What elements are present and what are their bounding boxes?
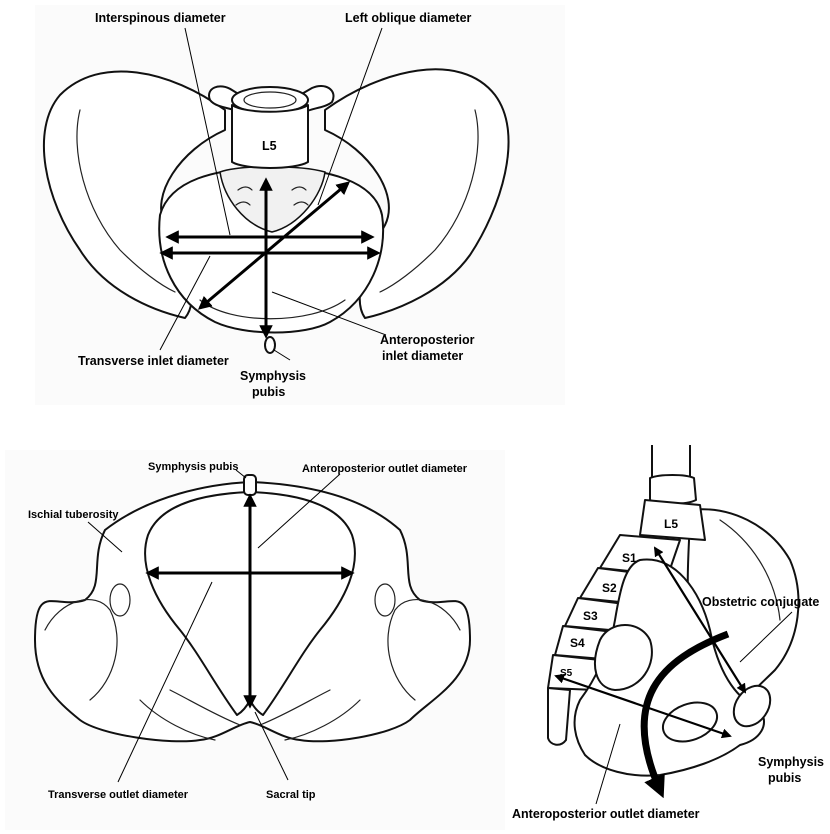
symphysis-pubis-label-line2: pubis	[252, 385, 285, 399]
ap-outlet-diameter-label: Anteroposterior outlet diameter	[302, 463, 468, 475]
symphysis-pubis-outlet-label: Symphysis pubis	[148, 461, 238, 473]
s5-label: S5	[560, 668, 573, 679]
symphysis-pubis-lateral-label-line1: Symphysis	[758, 755, 824, 769]
s3-label: S3	[583, 609, 598, 623]
symphysis-pubis-label-line1: Symphysis	[240, 369, 306, 383]
obstetric-conjugate-label: Obstetric conjugate	[702, 595, 819, 609]
s4-label: S4	[570, 636, 585, 650]
s1-label: S1	[622, 551, 637, 565]
s2-label: S2	[602, 581, 617, 595]
bottom-right-panel-lateral-view: L5 S1 S2 S3 S4 S5 Obstetric conjugate Sy…	[512, 445, 824, 821]
sacral-tip-label: Sacral tip	[266, 789, 316, 801]
coccyx	[548, 688, 570, 745]
l5-label: L5	[262, 139, 277, 153]
bottom-left-panel-pelvic-outlet: Symphysis pubis Anteroposterior outlet d…	[5, 450, 505, 830]
left-oblique-diameter-label: Left oblique diameter	[345, 11, 472, 25]
symphysis-pubis-top	[265, 337, 275, 353]
ap-outlet-diameter-lateral-label: Anteroposterior outlet diameter	[512, 807, 700, 821]
vertebra-above-l5	[650, 475, 696, 504]
anteroposterior-inlet-label-line1: Anteroposterior	[380, 333, 475, 347]
l5-lateral-label: L5	[664, 517, 678, 531]
ischial-tuberosity-label: Ischial tuberosity	[28, 509, 119, 521]
transverse-inlet-diameter-label: Transverse inlet diameter	[78, 354, 229, 368]
top-panel-pelvic-inlet: L5 Interspinous diameter Left oblique di…	[35, 5, 565, 405]
transverse-outlet-diameter-label: Transverse outlet diameter	[48, 789, 189, 801]
symphysis-pubis-lateral-label-line2: pubis	[768, 771, 801, 785]
interspinous-diameter-label: Interspinous diameter	[95, 11, 226, 25]
anteroposterior-inlet-label-line2: inlet diameter	[382, 349, 463, 363]
